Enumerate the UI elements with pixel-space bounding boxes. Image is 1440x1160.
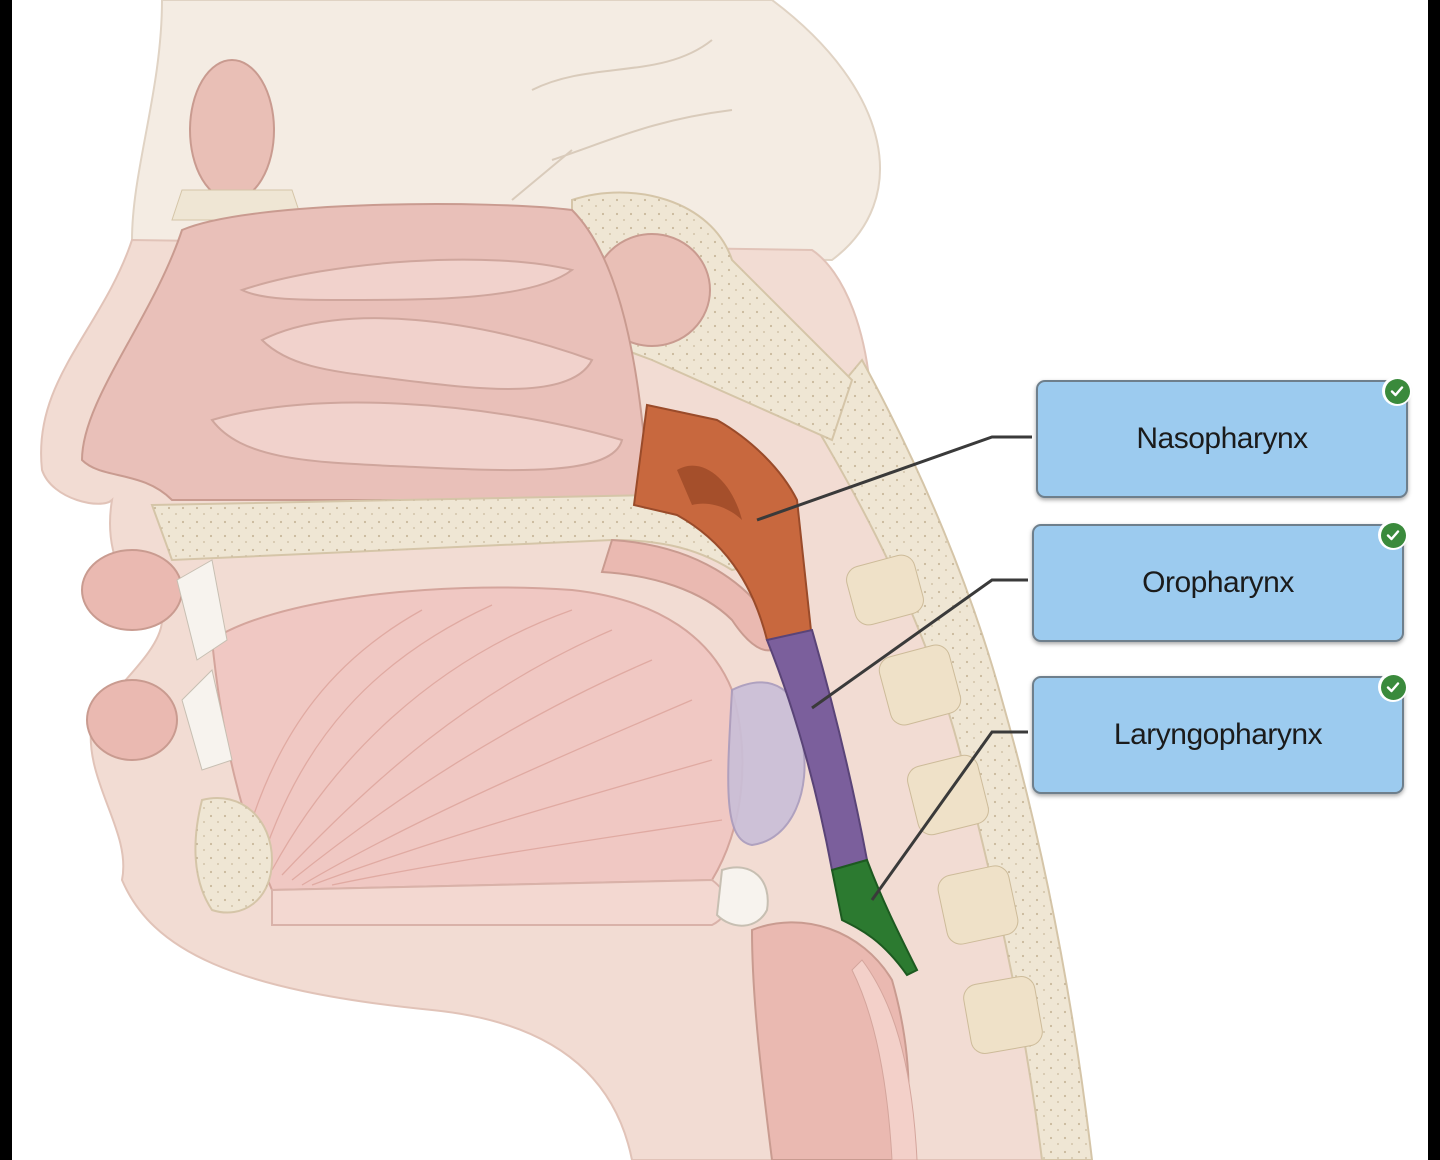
middle-concha	[260, 317, 594, 390]
trachea-lining	[851, 959, 918, 1160]
laryngopharynx-region	[830, 858, 919, 977]
leader-line-nasopharynx	[756, 435, 1032, 522]
check-circle-icon	[1378, 672, 1408, 702]
tongue	[210, 586, 744, 892]
leader-line-oropharynx	[811, 578, 1028, 710]
frontal-sinus	[189, 59, 275, 201]
upper-lip	[81, 549, 183, 631]
lower-lip	[86, 679, 178, 761]
label-box-oropharynx[interactable]: Oropharynx	[1032, 520, 1408, 642]
inferior-concha	[210, 401, 624, 472]
soft-palate	[600, 538, 784, 652]
head-neck-sagittal-illustration	[40, 0, 1094, 1160]
tongue-muscle-fibers	[251, 604, 723, 886]
vertebra	[937, 865, 1019, 945]
lower-incisor	[181, 669, 233, 771]
superior-concha	[239, 258, 575, 301]
label-text-nasopharynx: Nasopharynx	[1136, 422, 1308, 455]
vertebra	[846, 554, 924, 626]
leader-line-laryngopharynx	[870, 730, 1028, 901]
nasopharynx-opening	[677, 465, 742, 520]
label-text-laryngopharynx: Laryngopharynx	[1113, 718, 1323, 751]
upper-incisor	[176, 559, 228, 661]
label-box-laryngopharynx[interactable]: Laryngopharynx	[1032, 672, 1408, 794]
skull-outline	[130, 0, 881, 262]
label-text-oropharynx: Oropharynx	[1142, 566, 1294, 599]
cranial-base-lines	[511, 39, 733, 201]
check-circle-icon	[1382, 376, 1412, 406]
label-box-nasopharynx[interactable]: Nasopharynx	[1036, 376, 1412, 498]
epiglottis	[715, 866, 769, 927]
vertebra	[878, 644, 962, 726]
diagram-canvas: Nasopharynx Oropharynx Laryngopharynx	[12, 0, 1428, 1160]
check-circle-icon	[1378, 520, 1408, 550]
vertebra	[963, 975, 1043, 1055]
